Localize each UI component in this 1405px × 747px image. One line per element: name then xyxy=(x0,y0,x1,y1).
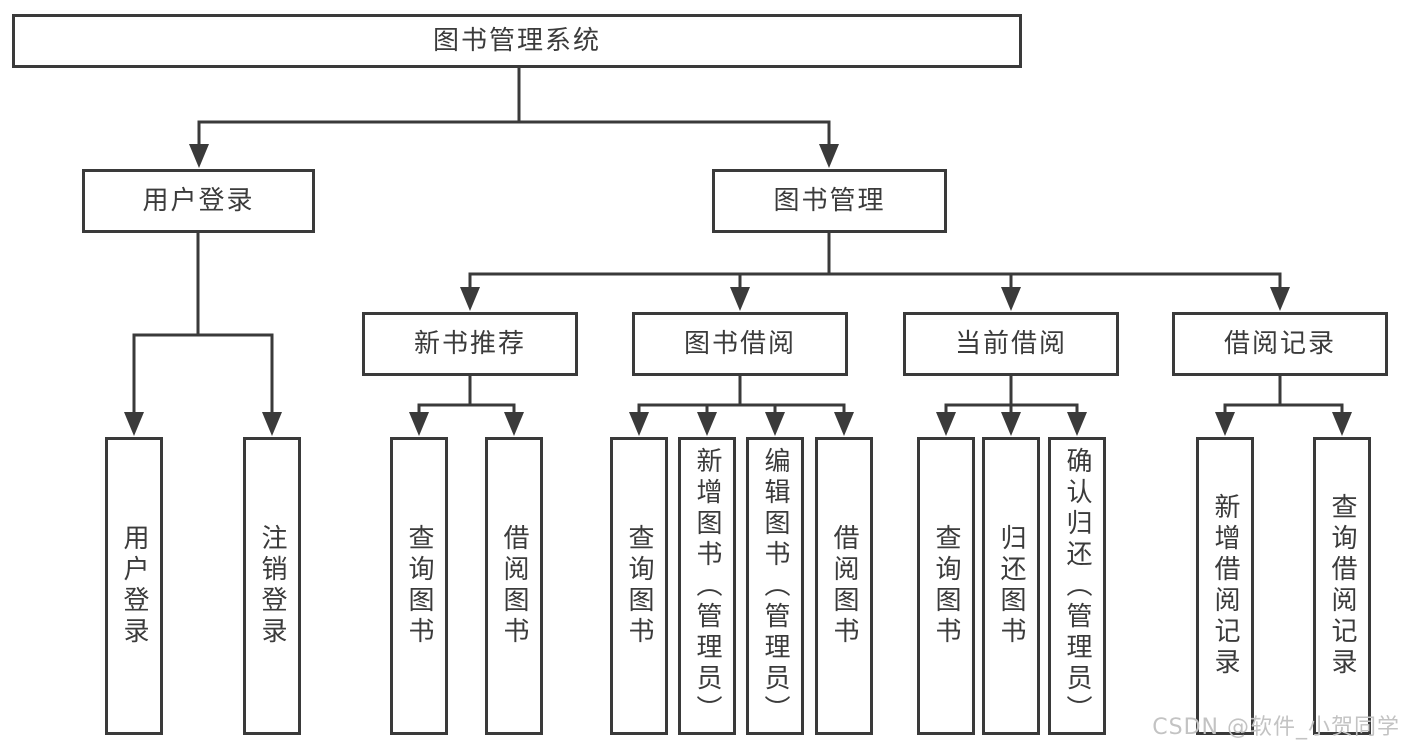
leaf-query-books-recommend-label: 查询图书 xyxy=(404,524,434,648)
leaf-edit-books-admin: 编辑图书（管理员） xyxy=(746,437,804,735)
csdn-watermark: CSDN @软件_小贺同学 xyxy=(1152,715,1400,740)
leaf-borrow-books-label: 借阅图书 xyxy=(829,524,859,648)
node-root-label: 图书管理系统 xyxy=(432,26,601,56)
leaf-edit-books-admin-label: 编辑图书（管理员） xyxy=(760,446,790,726)
connector-book-management-children xyxy=(460,232,1290,311)
leaf-add-borrow-record-label: 新增借阅记录 xyxy=(1210,493,1240,679)
leaf-logout: 注销登录 xyxy=(243,437,301,735)
leaf-add-borrow-record: 新增借阅记录 xyxy=(1196,437,1254,735)
node-book-management-label: 图书管理 xyxy=(773,186,886,216)
node-book-borrow: 图书借阅 xyxy=(632,312,848,376)
leaf-return-books: 归还图书 xyxy=(982,437,1040,735)
leaf-add-books-admin-label: 新增图书（管理员） xyxy=(692,446,722,726)
leaf-borrow-books: 借阅图书 xyxy=(815,437,873,735)
node-book-borrow-label: 图书借阅 xyxy=(683,329,796,359)
node-new-book-recommend: 新书推荐 xyxy=(362,312,578,376)
node-root: 图书管理系统 xyxy=(12,14,1022,68)
node-user-login: 用户登录 xyxy=(82,169,315,233)
node-user-login-label: 用户登录 xyxy=(142,186,255,216)
leaf-query-books-recommend: 查询图书 xyxy=(390,437,448,735)
connector-user-login-children xyxy=(124,232,282,436)
connector-current-borrow-children xyxy=(936,375,1087,436)
leaf-confirm-return-admin: 确认归还（管理员） xyxy=(1048,437,1106,735)
node-current-borrow: 当前借阅 xyxy=(903,312,1119,376)
node-new-book-recommend-label: 新书推荐 xyxy=(413,329,526,359)
leaf-add-books-admin: 新增图书（管理员） xyxy=(678,437,736,735)
leaf-logout-label: 注销登录 xyxy=(257,524,287,648)
leaf-query-borrow-record-label: 查询借阅记录 xyxy=(1327,493,1357,679)
leaf-query-books-borrow-label: 查询图书 xyxy=(624,524,654,648)
leaf-query-books-current: 查询图书 xyxy=(917,437,975,735)
connector-borrow-records-children xyxy=(1215,375,1352,436)
connector-new-book-recommend-children xyxy=(409,375,524,436)
leaf-query-books-current-label: 查询图书 xyxy=(931,524,961,648)
leaf-user-login-label: 用户登录 xyxy=(119,524,149,648)
leaf-user-login: 用户登录 xyxy=(105,437,163,735)
leaf-query-books-borrow: 查询图书 xyxy=(610,437,668,735)
node-book-management: 图书管理 xyxy=(712,169,947,233)
node-current-borrow-label: 当前借阅 xyxy=(954,329,1067,359)
leaf-confirm-return-admin-label: 确认归还（管理员） xyxy=(1062,446,1092,726)
leaf-borrow-books-recommend-label: 借阅图书 xyxy=(499,524,529,648)
leaf-return-books-label: 归还图书 xyxy=(996,524,1026,648)
connector-book-borrow-children xyxy=(629,375,854,436)
leaf-borrow-books-recommend: 借阅图书 xyxy=(485,437,543,735)
node-borrow-records: 借阅记录 xyxy=(1172,312,1388,376)
leaf-query-borrow-record: 查询借阅记录 xyxy=(1313,437,1371,735)
node-borrow-records-label: 借阅记录 xyxy=(1223,329,1336,359)
connector-root-to-level2 xyxy=(189,67,839,168)
